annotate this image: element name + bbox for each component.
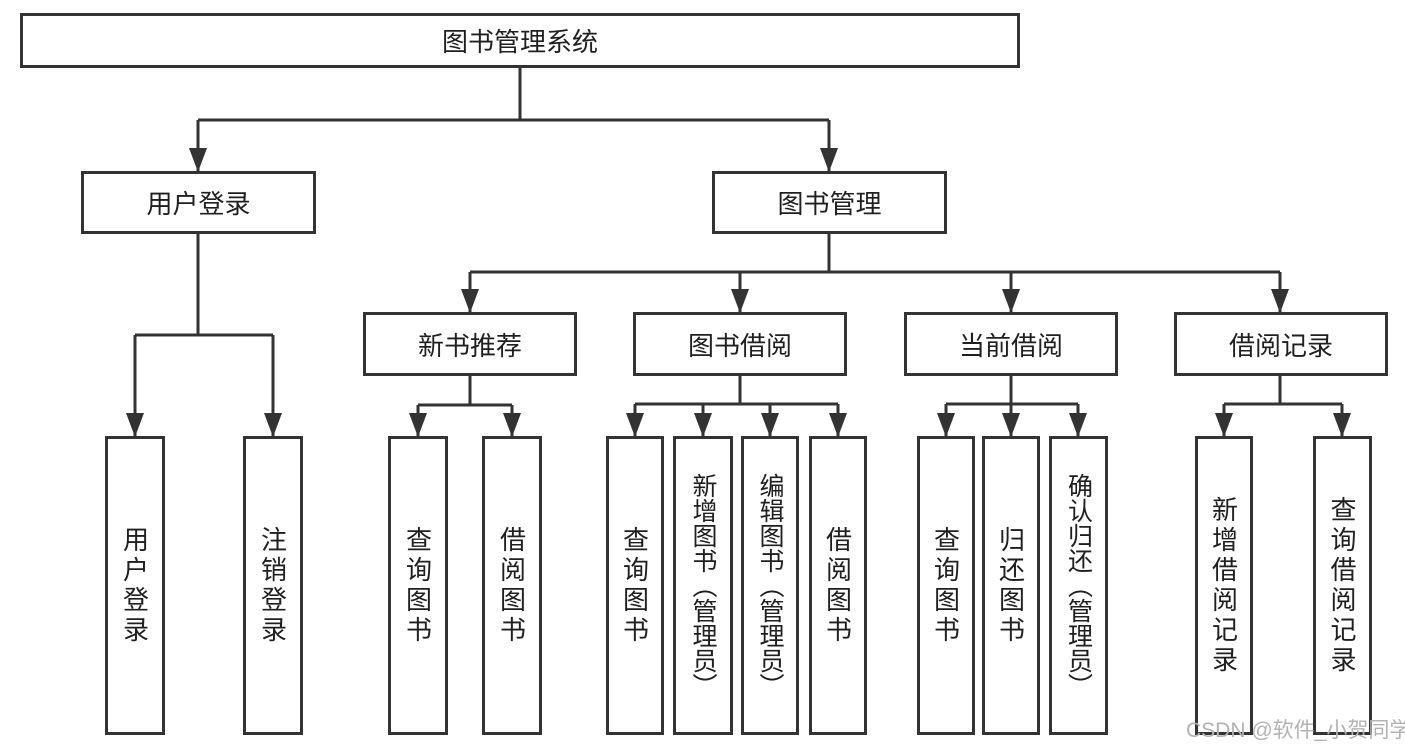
leaf-current-return-book: 归还图书 — [982, 436, 1040, 735]
node-new-book-recommend: 新书推荐 — [363, 312, 577, 376]
leaf-recommend-borrow-book: 借阅图书 — [482, 436, 542, 735]
leaf-borrowing-borrow-book: 借阅图书 — [809, 436, 867, 735]
node-current-borrowing: 当前借阅 — [904, 312, 1118, 376]
leaf-current-query-book: 查询图书 — [917, 436, 975, 735]
leaf-current-confirm-return-admin: 确认归还（管理员） — [1049, 436, 1108, 735]
leaf-recommend-query-book: 查询图书 — [388, 436, 448, 735]
leaf-borrowing-add-book-admin: 新增图书（管理员） — [673, 436, 733, 735]
leaf-logout: 注销登录 — [243, 436, 303, 735]
leaf-borrowing-edit-book-admin: 编辑图书（管理员） — [741, 436, 799, 735]
leaf-borrowing-query-book: 查询图书 — [606, 436, 664, 735]
node-book-management: 图书管理 — [712, 171, 947, 234]
node-library-system: 图书管理系统 — [20, 13, 1020, 68]
leaf-records-query-record: 查询借阅记录 — [1313, 436, 1372, 735]
csdn-watermark: CSDN @软件_小贺同学 — [1186, 719, 1405, 742]
node-borrowing-records: 借阅记录 — [1174, 312, 1388, 376]
leaf-user-login: 用户登录 — [105, 436, 165, 735]
leaf-records-add-record: 新增借阅记录 — [1195, 436, 1253, 735]
node-user-login: 用户登录 — [81, 171, 316, 234]
node-book-borrowing: 图书借阅 — [633, 312, 847, 376]
